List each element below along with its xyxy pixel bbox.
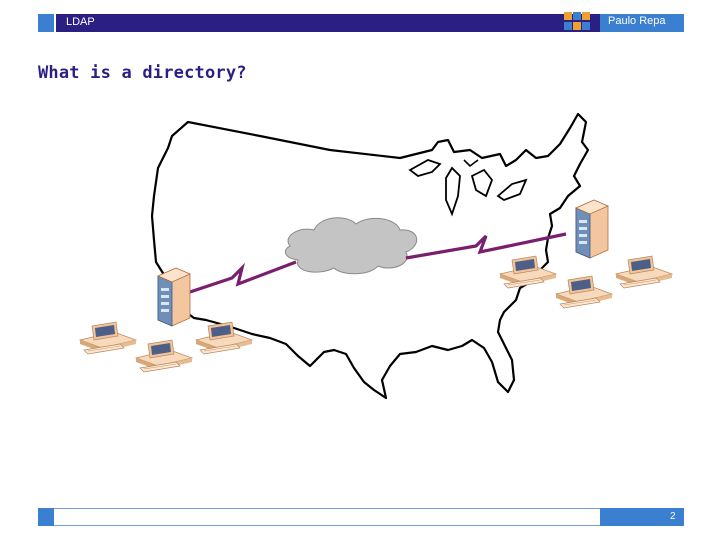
wan-link-west [189,260,297,294]
server-tower-icon [575,199,609,259]
desktop-computer-icon [615,255,673,289]
header-divider [54,14,56,32]
header-accent [38,14,54,32]
section-label: LDAP [66,16,95,28]
desktop-computer-icon [79,321,137,355]
footer-accent [38,508,54,526]
network-cloud-icon [284,217,417,275]
footer-bar [54,508,600,526]
footer-page-box [600,508,684,526]
header-squares-decoration [564,12,598,34]
header-bar [38,14,684,32]
desktop-computer-icon [555,275,613,309]
slide-title: What is a directory? [38,63,247,83]
wan-link-east [405,232,567,260]
author-label: Paulo Repa [608,15,666,27]
server-tower-icon [157,267,191,327]
page-number: 2 [670,511,676,522]
header-author-box [600,14,684,32]
desktop-computer-icon [135,339,193,373]
